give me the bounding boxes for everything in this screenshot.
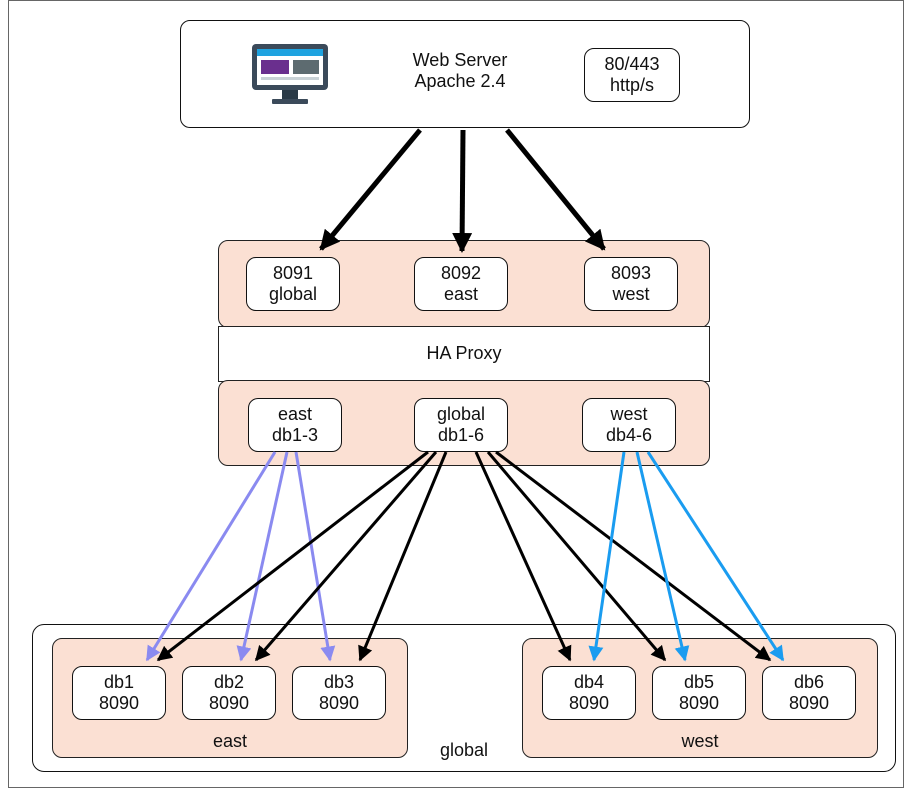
backend-name: east — [277, 404, 313, 424]
backend-name: global — [436, 404, 486, 424]
frontend-port: 8093 — [610, 263, 652, 283]
db-port: 8090 — [208, 693, 250, 713]
global-cluster-label: global — [439, 740, 489, 760]
haproxy-label: HA Proxy — [426, 343, 502, 363]
frontend-port: 8092 — [440, 263, 482, 283]
db-name: db3 — [323, 672, 355, 692]
backend-range: db4-6 — [605, 425, 653, 445]
db-port: 8090 — [568, 693, 610, 713]
db-name: db6 — [793, 672, 825, 692]
db4-box: db4 8090 — [542, 666, 636, 720]
backend-west-db4-6: west db4-6 — [582, 398, 676, 452]
backend-name: west — [610, 404, 648, 424]
web-server-label: Web Server Apache 2.4 — [370, 48, 550, 94]
db-port: 8090 — [678, 693, 720, 713]
backend-east-db1-3: east db1-3 — [248, 398, 342, 452]
west-cluster-label: west — [681, 731, 719, 751]
db-name: db1 — [103, 672, 135, 692]
db-port: 8090 — [98, 693, 140, 713]
web-server-ports: 80/443 — [604, 54, 660, 74]
db6-box: db6 8090 — [762, 666, 856, 720]
frontend-name: global — [268, 284, 318, 304]
frontend-name: west — [612, 284, 650, 304]
backend-global-db1-6: global db1-6 — [414, 398, 508, 452]
web-server-protocol: http/s — [609, 75, 655, 95]
backend-range: db1-6 — [437, 425, 485, 445]
frontend-8092-east: 8092 east — [414, 257, 508, 311]
db-port: 8090 — [788, 693, 830, 713]
db3-box: db3 8090 — [292, 666, 386, 720]
db-name: db4 — [573, 672, 605, 692]
frontend-port: 8091 — [272, 263, 314, 283]
db1-box: db1 8090 — [72, 666, 166, 720]
db-name: db5 — [683, 672, 715, 692]
web-server-ports-box: 80/443 http/s — [584, 48, 680, 102]
monitor-icon — [250, 42, 330, 106]
backend-range: db1-3 — [271, 425, 319, 445]
haproxy-label-band — [218, 326, 710, 382]
db5-box: db5 8090 — [652, 666, 746, 720]
frontend-8091-global: 8091 global — [246, 257, 340, 311]
db2-box: db2 8090 — [182, 666, 276, 720]
db-port: 8090 — [318, 693, 360, 713]
frontend-8093-west: 8093 west — [584, 257, 678, 311]
db-name: db2 — [213, 672, 245, 692]
east-cluster-label: east — [212, 731, 248, 751]
web-server-title: Web Server — [412, 50, 508, 70]
web-server-version: Apache 2.4 — [414, 71, 506, 91]
frontend-name: east — [443, 284, 479, 304]
